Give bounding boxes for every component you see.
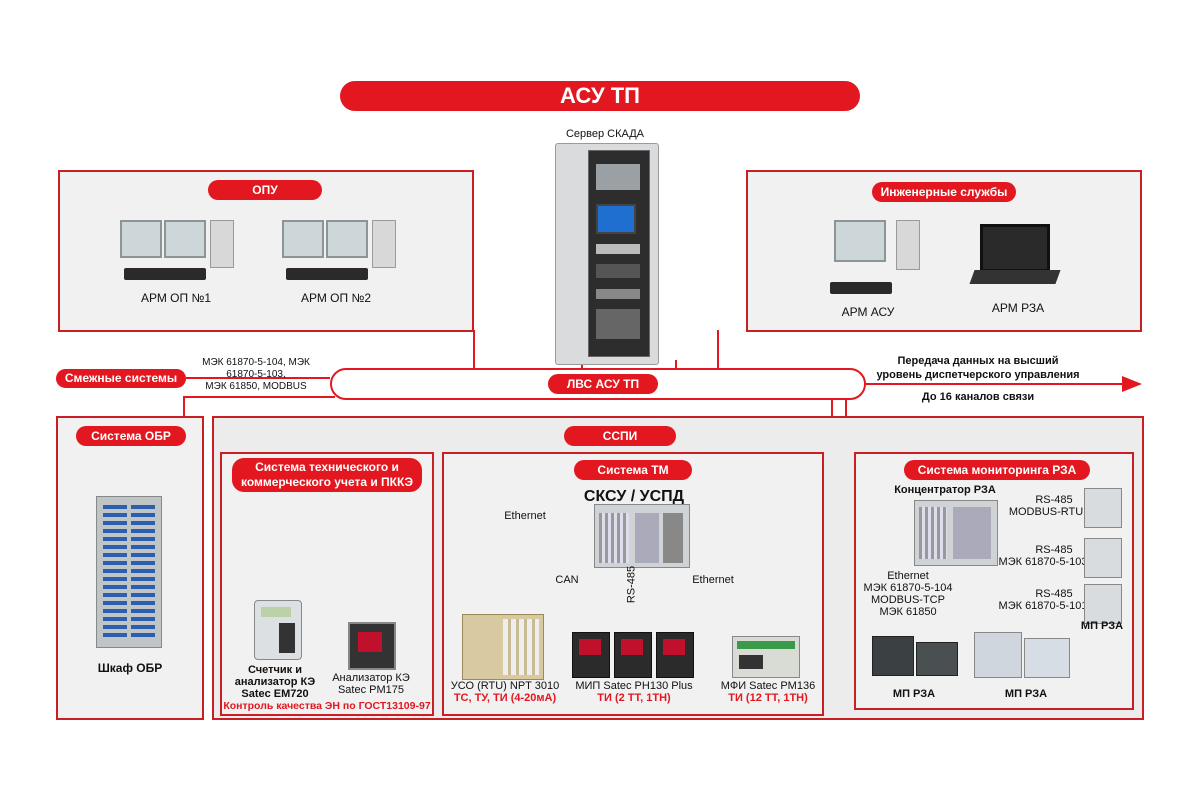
pm175-analyzer-image: [348, 622, 396, 670]
page-title: АСУ ТП: [340, 81, 860, 111]
rza-eth-line-3: MODBUS-TCP: [871, 594, 945, 606]
mip-name: МИП Satec PH130 Plus: [575, 680, 693, 692]
rza-link1-a: RS-485: [1035, 494, 1073, 506]
uso-rtu-image: [462, 614, 544, 680]
obr-title: Система ОБР: [76, 426, 186, 446]
arm-asu-label: АРМ АСУ: [841, 305, 895, 319]
meter-line-2: анализатор КЭ: [234, 676, 316, 688]
mip-devices-image: [572, 632, 696, 678]
uso-signals: ТС, ТУ, ТИ (4-20мА): [453, 692, 557, 704]
mfi-name: МФИ Satec PM136: [720, 680, 816, 692]
mp-rza-bottom-left-label: МП РЗА: [892, 688, 936, 700]
relay-1-image: [1084, 488, 1122, 528]
tm-panel: Система ТМ СКСУ / УСПД Ethernet CAN RS-4…: [442, 452, 824, 716]
mip-signals: ТИ (2 ТТ, 1ТН): [597, 692, 671, 704]
tm-ethernet-top-label: Ethernet: [504, 510, 546, 522]
scada-server-label: Сервер СКАДА: [565, 128, 645, 140]
upper-level-line-1: Передача данных на высший: [897, 355, 1059, 367]
rza-eth-line-1: Ethernet: [887, 570, 929, 582]
rza-eth-line-2: МЭК 61870-5-104: [863, 582, 953, 594]
sspi-title: ССПИ: [564, 426, 676, 446]
concentrator-device-image: [914, 500, 998, 566]
mfi-signals: ТИ (12 ТТ, 1ТН): [728, 692, 808, 704]
sksu-device-image: [594, 504, 690, 568]
adjacent-systems-label: Смежные системы: [56, 369, 186, 388]
arm-rza-label: АРМ РЗА: [991, 301, 1045, 315]
relay-2-image: [1084, 538, 1122, 578]
obr-cabinet-label: Шкаф ОБР: [97, 661, 163, 675]
scada-server-rack: [555, 143, 659, 365]
opu-title: ОПУ: [208, 180, 322, 200]
analyzer-line-2: Satec PM175: [337, 684, 405, 696]
relay-3-image: [1084, 584, 1122, 624]
tm-ethernet-right-label: Ethernet: [692, 574, 734, 586]
obr-link-line: [183, 396, 335, 416]
rza-link2-a: RS-485: [1035, 544, 1073, 556]
engineering-title: Инженерные службы: [872, 182, 1016, 202]
rza-link3-a: RS-485: [1035, 588, 1073, 600]
uso-name: УСО (RTU) NPT 3010: [450, 680, 560, 692]
concentrator-label: Концентратор РЗА: [894, 484, 996, 496]
obr-panel: Система ОБР Шкаф ОБР: [56, 416, 204, 720]
protocols-line-2: 61870-5-103,: [226, 369, 286, 380]
quality-label: Контроль качества ЭН по ГОСТ13109-97: [223, 700, 431, 712]
lan-label: ЛВС АСУ ТП: [548, 374, 658, 394]
metering-title: Система технического и коммерческого уче…: [232, 458, 422, 492]
rs485-label: RS-485: [625, 565, 638, 604]
protocols-line-3: МЭК 61850, MODBUS: [205, 381, 307, 392]
metering-panel: Система технического и коммерческого уче…: [220, 452, 434, 716]
engineering-panel: Инженерные службы АРМ АСУ АРМ РЗА: [746, 170, 1142, 332]
protocols-line-1: МЭК 61870-5-104, МЭК: [202, 357, 310, 368]
mfi-device-image: [732, 636, 800, 678]
rza-link1-b: MODBUS-RTU: [1008, 506, 1084, 518]
rza-title: Система мониторинга РЗА: [904, 460, 1090, 480]
sksu-label: СКСУ / УСПД: [583, 488, 685, 505]
rza-link2-b: МЭК 61870-5-103: [998, 556, 1088, 568]
tm-title: Система ТМ: [574, 460, 692, 480]
rza-eth-line-4: МЭК 61850: [879, 606, 937, 618]
channels-label: До 16 каналов связи: [921, 391, 1035, 403]
analyzer-line-1: Анализатор КЭ: [332, 672, 410, 684]
meter-line-3: Satec EM720: [241, 688, 309, 700]
mp-rza-right-image: [974, 630, 1070, 678]
mp-rza-left-image: [872, 632, 964, 676]
rza-panel: Система мониторинга РЗА Концентратор РЗА…: [854, 452, 1134, 710]
arm2-label: АРМ ОП №2: [300, 291, 372, 305]
mp-rza-right-label: МП РЗА: [1080, 620, 1124, 632]
em720-meter-image: [254, 600, 302, 660]
rza-link3-b: МЭК 61870-5-101: [998, 600, 1088, 612]
opu-panel: ОПУ АРМ ОП №1 АРМ ОП №2: [58, 170, 474, 332]
metering-title-line-2: коммерческого учета и ПККЭ: [240, 475, 414, 489]
can-label: CAN: [555, 574, 579, 586]
upper-level-line-2: уровень диспетчерского управления: [876, 369, 1080, 381]
metering-title-line-1: Система технического и: [255, 460, 399, 474]
mp-rza-bottom-right-label: МП РЗА: [1004, 688, 1048, 700]
obr-cabinet-image: [96, 496, 162, 648]
arm1-label: АРМ ОП №1: [140, 291, 212, 305]
meter-line-1: Счетчик и: [247, 664, 303, 676]
